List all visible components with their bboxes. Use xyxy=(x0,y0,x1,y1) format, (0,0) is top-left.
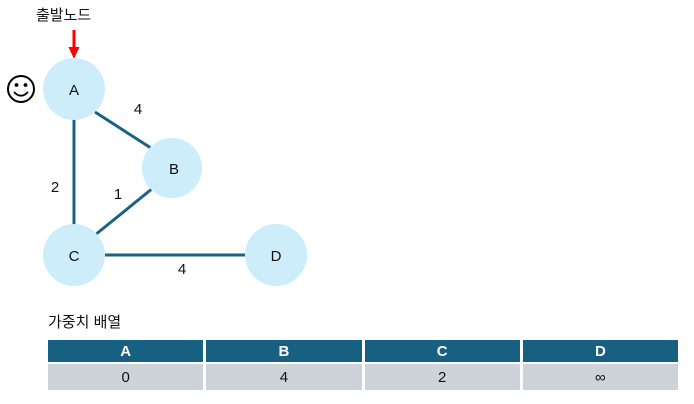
weight-array-section: 가중치 배열 A B C D 0 4 2 ∞ xyxy=(48,313,684,392)
graph-canvas: 출발노드 A B xyxy=(7,7,307,286)
node-d[interactable]: D xyxy=(245,224,307,286)
table-cell-a: 0 xyxy=(48,364,204,390)
edge-weight-c-d: 4 xyxy=(178,261,186,278)
node-b[interactable]: B xyxy=(142,138,202,198)
node-c-label: C xyxy=(69,248,80,265)
table-header-cell-c: C xyxy=(364,340,520,362)
table-header-cell-a: A xyxy=(48,340,204,362)
node-a[interactable]: A xyxy=(43,58,105,120)
graph-nodes: A B C D xyxy=(43,58,307,286)
source-node-caption: 출발노드 xyxy=(36,7,91,24)
table-cell-c: 2 xyxy=(364,364,520,390)
weight-array-table: A B C D 0 4 2 ∞ xyxy=(45,338,681,392)
graph-diagram: 출발노드 A B xyxy=(7,7,307,286)
weight-array-title: 가중치 배열 xyxy=(48,314,122,331)
graph-edges xyxy=(72,110,247,257)
node-a-label: A xyxy=(69,82,79,99)
edge-weight-b-c: 1 xyxy=(114,186,122,203)
table-header-row: A B C D xyxy=(48,340,678,362)
edge-b-c xyxy=(94,186,154,237)
table-row: 0 4 2 ∞ xyxy=(48,364,678,390)
edge-weight-a-c: 2 xyxy=(51,179,59,196)
edge-weight-a-b: 4 xyxy=(134,101,142,118)
red-down-arrow-icon xyxy=(68,30,80,59)
node-b-label: B xyxy=(169,161,179,178)
edge-a-b xyxy=(94,110,155,152)
node-c[interactable]: C xyxy=(43,224,105,286)
node-d-label: D xyxy=(271,248,282,265)
table-header-cell-d: D xyxy=(522,340,678,362)
smiley-face-icon xyxy=(7,75,35,103)
edge-weight-labels: 4 2 1 4 xyxy=(51,101,186,278)
table-cell-b: 4 xyxy=(206,364,362,390)
table-header-cell-b: B xyxy=(206,340,362,362)
table-cell-d: ∞ xyxy=(522,364,678,390)
